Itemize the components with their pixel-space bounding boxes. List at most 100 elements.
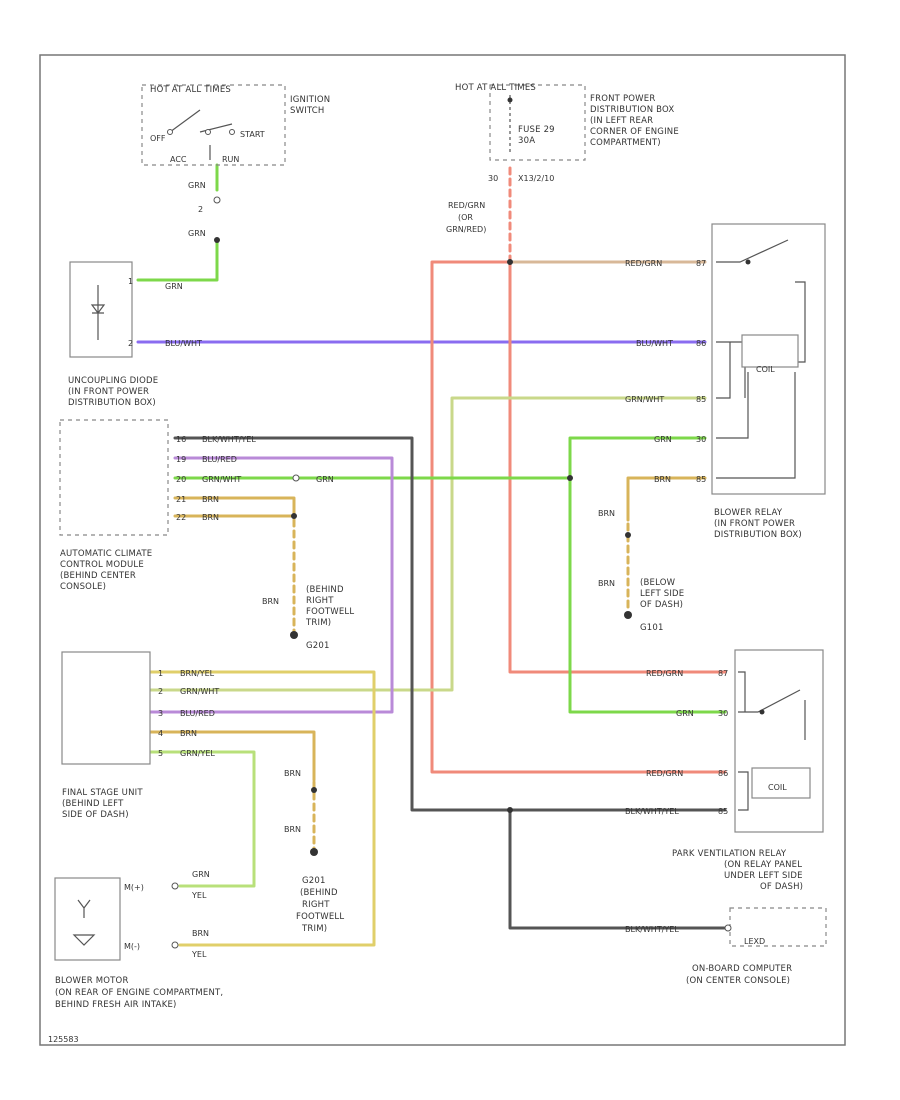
g201-upper-label-5: G201 bbox=[306, 641, 330, 651]
climate-wire-22: BRN bbox=[202, 513, 219, 522]
park-relay-pin-30: 30 bbox=[718, 709, 728, 718]
wire-grnyel bbox=[148, 750, 256, 888]
fsu-wire-2: GRN/WHT bbox=[180, 687, 219, 696]
climate-pin-22: 22 bbox=[176, 513, 186, 522]
wire-grn-ignition-lower bbox=[136, 238, 219, 282]
blower-relay-coil bbox=[741, 334, 799, 368]
park-relay-wire-30: GRN bbox=[676, 709, 694, 718]
park-relay-box bbox=[734, 649, 824, 833]
climate-label-1: AUTOMATIC CLIMATE bbox=[60, 549, 152, 559]
motor-wire1-a: GRN bbox=[192, 870, 210, 879]
wire-blkwhtyel bbox=[173, 436, 727, 812]
uncoupling-diode: 1 2 GRN BLU/WHT UNCOUPLING DIODE (IN FRO… bbox=[68, 261, 202, 408]
diode-label-2: (IN FRONT POWER bbox=[68, 387, 149, 397]
wire-grn-relay30 bbox=[568, 436, 727, 714]
park-relay-wire-87: RED/GRN bbox=[646, 669, 683, 678]
g201-lower-ground bbox=[310, 848, 318, 856]
ground-g101: BRN BRN (BELOW LEFT SIDE OF DASH) G101 bbox=[598, 509, 684, 633]
blower-relay-pin-30: 30 bbox=[696, 435, 706, 444]
motor-pin2: M(-) bbox=[124, 942, 140, 951]
blower-relay-switch bbox=[716, 239, 806, 363]
ignition-contact-2 bbox=[205, 129, 211, 135]
computer-label-1: ON-BOARD COMPUTER bbox=[692, 964, 792, 974]
motor-label-1: BLOWER MOTOR bbox=[55, 976, 129, 986]
front-power-box: HOT AT ALL TIMES FUSE 29 30A FRONT POWER… bbox=[446, 83, 679, 265]
final-stage-unit: 1 2 3 4 5 BRN/YEL GRN/WHT BLU/RED BRN GR… bbox=[61, 651, 219, 820]
ignition-wire-top: GRN bbox=[188, 181, 206, 190]
motor-label-3: BEHIND FRESH AIR INTAKE) bbox=[55, 1000, 177, 1010]
park-relay-contact bbox=[759, 709, 765, 715]
g101-ground bbox=[624, 611, 632, 619]
fsu-pin-3: 3 bbox=[158, 709, 163, 718]
g101-wire-bottom: BRN bbox=[598, 579, 615, 588]
wire-brnyel bbox=[148, 670, 376, 947]
blkwhtyel-splice bbox=[507, 807, 513, 813]
climate-pin-21: 21 bbox=[176, 495, 186, 504]
ground-g201-lower: BRN BRN G201 (BEHIND RIGHT FOOTWELL TRIM… bbox=[284, 769, 344, 934]
blower-relay-pin-87: 87 bbox=[696, 259, 706, 268]
climate-label-2: CONTROL MODULE bbox=[60, 560, 144, 570]
climate-pin-19: 19 bbox=[176, 455, 186, 464]
fpb-pin: 30 bbox=[488, 174, 498, 183]
g201-upper-label-4: TRIM) bbox=[305, 618, 331, 628]
g101-splice bbox=[625, 532, 631, 538]
park-relay-coil bbox=[751, 767, 811, 799]
g201-upper-ground bbox=[290, 631, 298, 639]
g201-upper-label-2: RIGHT bbox=[306, 596, 334, 606]
g101-label-4: G101 bbox=[640, 623, 664, 633]
fsu-wire-1: BRN/YEL bbox=[180, 669, 215, 678]
fsu-wire-5: GRN/YEL bbox=[180, 749, 215, 758]
ignition-pos-acc: ACC bbox=[170, 155, 187, 164]
park-relay-wire-86: RED/GRN bbox=[646, 769, 683, 778]
ignition-pos-off: OFF bbox=[150, 134, 166, 143]
motor-connector-1 bbox=[171, 882, 179, 890]
wire-brn-final bbox=[148, 730, 316, 782]
park-relay-wire-85: BLK/WHT/YEL bbox=[625, 807, 679, 816]
ignition-contacts bbox=[169, 109, 233, 160]
g201-lower-wire-top: BRN bbox=[284, 769, 301, 778]
g201-lower-wire-bottom: BRN bbox=[284, 825, 301, 834]
ignition-pin: 2 bbox=[198, 205, 203, 214]
park-relay-pin-85: 85 bbox=[718, 807, 728, 816]
motor-connector-2 bbox=[171, 941, 179, 949]
blower-relay-pin-85b: 85 bbox=[696, 475, 706, 484]
wire-grnwht-loop bbox=[148, 396, 707, 692]
fpb-label-2: DISTRIBUTION BOX bbox=[590, 105, 674, 115]
fpb-hot-label: HOT AT ALL TIMES bbox=[455, 83, 536, 93]
ignition-wire-bottom: GRN bbox=[188, 229, 206, 238]
grn-splice bbox=[567, 475, 573, 481]
diode-wire-grn: GRN bbox=[165, 282, 183, 291]
wire-brn-relay bbox=[626, 476, 707, 522]
blower-relay-wire-86: BLU/WHT bbox=[636, 339, 673, 348]
climate-wire-16: BLK/WHT/YEL bbox=[202, 435, 256, 444]
blower-relay-label-2: (IN FRONT POWER bbox=[714, 519, 795, 529]
motor-pin1: M(+) bbox=[124, 883, 144, 892]
fsu-wire-3: BLU/RED bbox=[180, 709, 215, 718]
ignition-label-1: IGNITION bbox=[290, 95, 330, 105]
blower-relay-contact bbox=[745, 259, 751, 265]
blower-relay-wire-85b: BRN bbox=[654, 475, 671, 484]
g201-upper-label-3: FOOTWELL bbox=[306, 607, 354, 617]
fsu-pin-5: 5 bbox=[158, 749, 163, 758]
fpb-label-3: (IN LEFT REAR bbox=[590, 116, 653, 126]
blower-relay: COIL 87 86 85 30 85 RED/GRN BLU/WHT GRN/… bbox=[625, 223, 826, 540]
fpb-label-5: COMPARTMENT) bbox=[590, 138, 661, 148]
fsu-pin-1: 1 bbox=[158, 669, 163, 678]
fpb-wire-1: RED/GRN bbox=[448, 201, 485, 210]
fpb-wire-3: GRN/RED) bbox=[446, 225, 486, 234]
park-relay-pin-87: 87 bbox=[718, 669, 728, 678]
blower-motor: M(+) M(-) GRN YEL BRN YEL BLOWER MOTOR (… bbox=[54, 870, 223, 1010]
park-relay-coil-lines bbox=[738, 771, 749, 811]
g101-label-3: OF DASH) bbox=[640, 600, 683, 610]
diode-symbol bbox=[90, 285, 106, 340]
wire-redgrn-left bbox=[430, 260, 727, 774]
wire-brn-module bbox=[173, 496, 296, 518]
climate-label-4: CONSOLE) bbox=[60, 582, 106, 592]
climate-wire-20: GRN/WHT bbox=[202, 475, 241, 484]
fpb-pin-code: X13/2/10 bbox=[518, 174, 554, 183]
ignition-switch: HOT AT ALL TIMES OFF ACC START RUN IGNIT… bbox=[141, 84, 330, 243]
park-relay-label-2: (ON RELAY PANEL bbox=[724, 860, 802, 870]
redgrn-splice-top bbox=[507, 259, 513, 265]
motor-wire2-a: BRN bbox=[192, 929, 209, 938]
ignition-switch-box bbox=[141, 84, 286, 166]
